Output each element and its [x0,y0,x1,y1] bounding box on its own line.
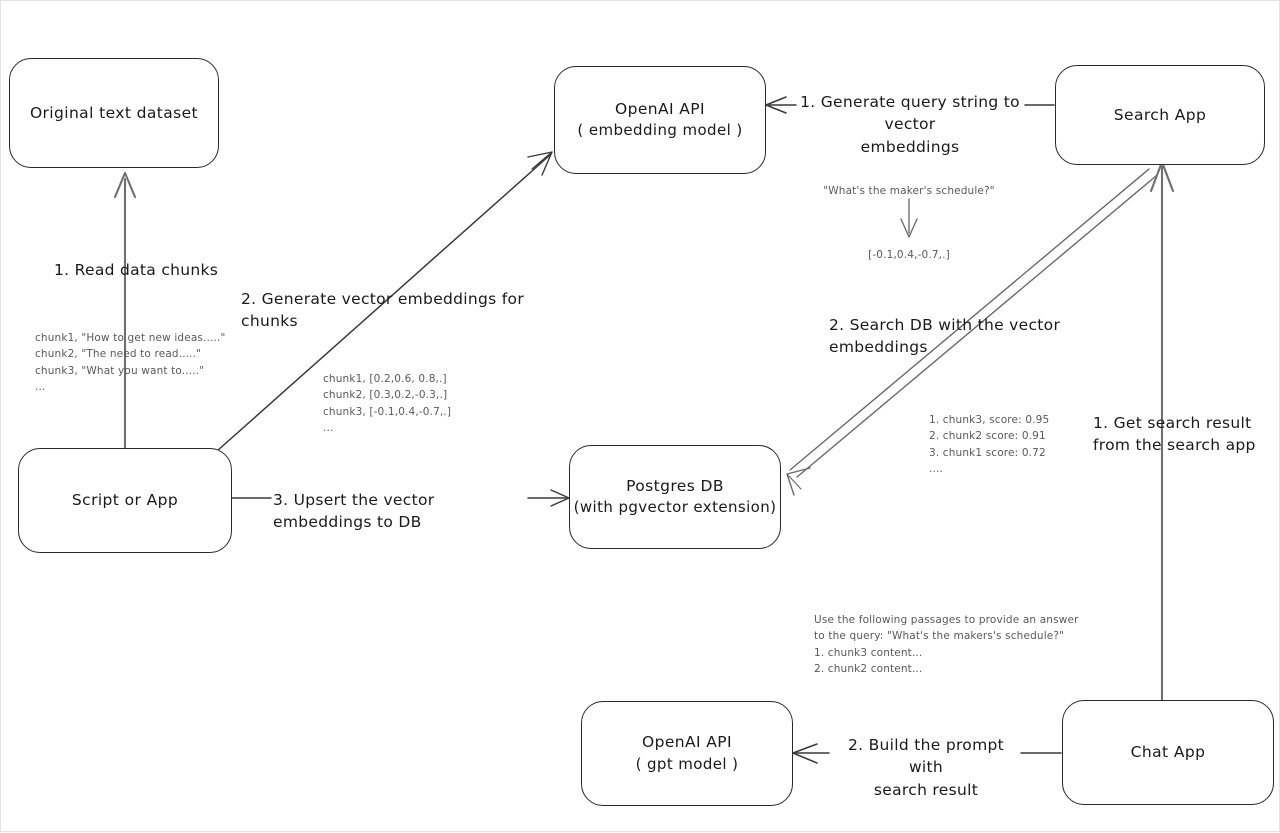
edge-label-build-prompt: 2. Build the prompt with search result [848,736,1004,799]
node-sublabel: ( embedding model ) [577,121,743,140]
node-original-text-dataset[interactable]: Original text dataset [9,58,219,168]
note-query-string: "What's the maker's schedule?" [823,185,995,197]
note-search-results: 1. chunk3, score: 0.95 2. chunk2 score: … [929,414,1050,475]
node-sublabel: (with pgvector extension) [573,498,777,517]
note-chunks-text: chunk1, "How to get new ideas....." chun… [35,332,226,393]
note-prompt-text: Use the following passages to provide an… [814,614,1079,675]
node-label: Script or App [71,491,179,510]
edge-label-search-db: 2. Search DB with the vector embeddings [829,316,1061,357]
node-label: Search App [1113,105,1207,124]
edge-read-data-chunks [113,171,137,450]
node-label: Chat App [1130,743,1206,762]
node-label: Postgres DB [626,476,724,495]
node-chat-app[interactable]: Chat App [1062,700,1274,805]
node-script-or-app[interactable]: Script or App [18,448,232,553]
node-label: OpenAI API [614,99,706,118]
edge-label-read-data-chunks: 1. Read data chunks [54,261,219,279]
node-sublabel: ( gpt model ) [635,754,739,773]
node-label: Original text dataset [29,103,199,122]
node-openai-api-gpt[interactable]: OpenAI API ( gpt model ) [581,701,793,806]
edge-label-upsert-to-db: 3. Upsert the vector embeddings to DB [273,491,435,532]
node-postgres-db[interactable]: Postgres DB (with pgvector extension) [569,445,781,549]
edge-label-get-search-result: 1. Get search result from the search app [1093,414,1256,455]
node-label: OpenAI API [641,733,733,752]
node-search-app[interactable]: Search App [1055,65,1265,165]
edge-label-generate-vector-embeddings: 2. Generate vector embeddings for chunks [241,290,524,331]
node-openai-api-embedding[interactable]: OpenAI API ( embedding model ) [554,66,766,174]
note-query-vector: [-0.1,0.4,-0.7,.] [868,249,950,261]
note-chunk-vectors: chunk1, [0.2,0.6, 0.8,.] chunk2, [0.3,0.… [323,373,452,434]
edge-label-generate-query-string: 1. Generate query string to vector embed… [800,93,1020,156]
edge-query-to-vector [900,198,918,238]
